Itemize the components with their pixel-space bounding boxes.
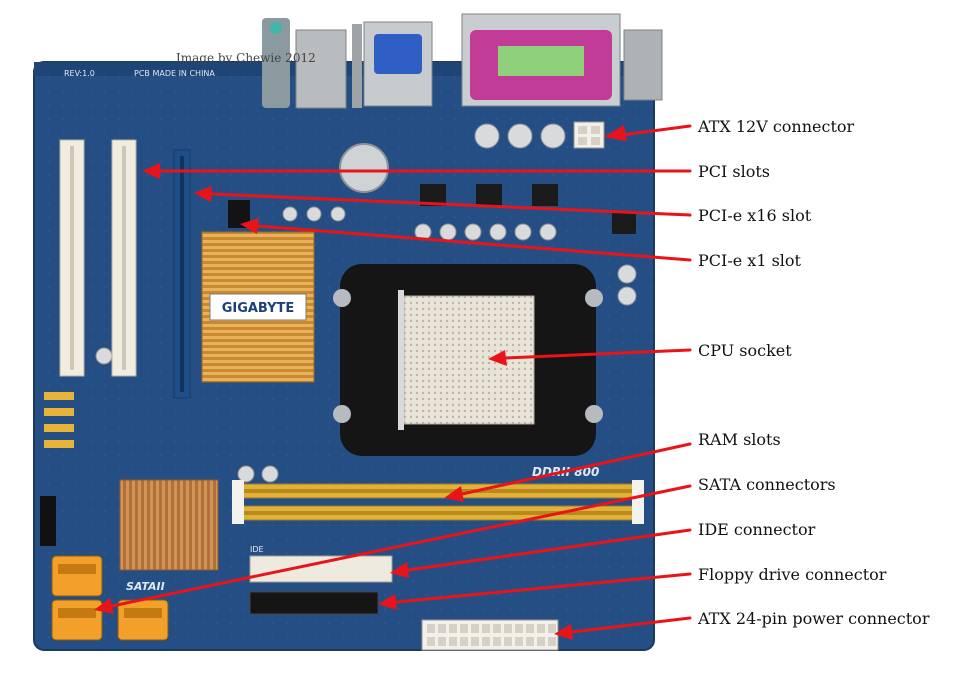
arrowhead-floppy bbox=[378, 594, 397, 610]
callout-arrows bbox=[110, 124, 692, 634]
pcie-x1-slot bbox=[228, 200, 250, 228]
cpu-socket-lever bbox=[398, 290, 404, 430]
atx12v-pin bbox=[578, 137, 587, 145]
arrow-floppy bbox=[394, 572, 692, 604]
vrm-chips bbox=[420, 184, 636, 234]
heatsink-brand: GIGABYTE bbox=[222, 301, 295, 316]
atx12v-pin bbox=[578, 126, 587, 134]
label-atx12v-connector: ATX 12V connector bbox=[697, 117, 855, 136]
sata-silk-label: SATAII bbox=[126, 580, 165, 593]
arrow-ide bbox=[406, 528, 692, 572]
ram-slot-channel bbox=[240, 489, 636, 493]
arrowhead-sata bbox=[94, 598, 114, 614]
made-in-label: PCB MADE IN CHINA bbox=[134, 69, 215, 78]
parallel-port-green bbox=[498, 46, 584, 76]
arrowhead-ram bbox=[444, 486, 464, 502]
arrow-atx24 bbox=[570, 616, 692, 634]
rear-bracket bbox=[623, 29, 663, 101]
usb-headers bbox=[44, 392, 74, 448]
front-panel-header bbox=[40, 496, 56, 546]
socket-screw bbox=[585, 405, 603, 423]
ram-slot-channel bbox=[240, 511, 636, 515]
arrow-sata bbox=[110, 484, 692, 608]
pci-slot-channel bbox=[122, 146, 126, 370]
ide-connector bbox=[249, 555, 393, 583]
sata-connectors bbox=[51, 555, 169, 641]
label-floppy-drive-connector: Floppy drive connector bbox=[698, 565, 887, 584]
floppy-connector bbox=[249, 591, 379, 615]
arrowhead-pci bbox=[142, 163, 160, 179]
label-pci-slots: PCI slots bbox=[698, 162, 770, 181]
arrow-cpu bbox=[504, 348, 692, 360]
pcie-x16-slot-channel bbox=[180, 156, 184, 392]
atx12v-pin bbox=[591, 137, 600, 145]
socket-screw bbox=[333, 289, 351, 307]
lan-port bbox=[295, 29, 347, 109]
audio-jacks bbox=[262, 18, 290, 108]
label-cpu-socket: CPU socket bbox=[698, 341, 792, 360]
socket-screw bbox=[333, 405, 351, 423]
label-atx24-power-connector: ATX 24-pin power connector bbox=[697, 609, 930, 628]
ide-silk-label: IDE bbox=[250, 545, 264, 554]
ram-latch bbox=[232, 480, 244, 524]
southbridge-heatsink bbox=[119, 479, 219, 571]
label-ram-slots: RAM slots bbox=[698, 430, 781, 449]
vga-port-blue bbox=[374, 34, 422, 74]
arrowhead-pcie16 bbox=[194, 186, 212, 202]
audio-jack-dot bbox=[270, 22, 282, 34]
arrow-pcie16 bbox=[210, 192, 692, 217]
image-credit: Image by Chewie 2012 bbox=[176, 51, 316, 65]
arrow-atx12v bbox=[620, 124, 692, 137]
arrow-ram bbox=[460, 442, 692, 496]
atx24-pins bbox=[427, 624, 556, 646]
arrowhead-pcie1 bbox=[240, 218, 259, 234]
arrow-pcie1 bbox=[256, 224, 692, 262]
label-pcie-x16-slot: PCI-e x16 slot bbox=[698, 206, 812, 225]
cpu-socket bbox=[403, 295, 535, 425]
socket-screw bbox=[585, 289, 603, 307]
label-sata-connectors: SATA connectors bbox=[698, 475, 836, 494]
rev-label: REV:1.0 bbox=[64, 69, 95, 78]
capacitors bbox=[95, 123, 637, 483]
arrowhead-atx12v bbox=[604, 125, 627, 141]
atx12v-pin bbox=[591, 126, 600, 134]
cmos-battery bbox=[339, 143, 389, 193]
arrowhead-atx24 bbox=[554, 624, 573, 640]
arrowhead-cpu bbox=[488, 350, 507, 366]
label-ide-connector: IDE connector bbox=[698, 520, 816, 539]
heatsink-badge bbox=[209, 293, 307, 321]
pci-slot-channel bbox=[70, 146, 74, 370]
arrowheads bbox=[94, 125, 627, 640]
ram-latch bbox=[632, 480, 644, 524]
arrowhead-ide bbox=[390, 562, 409, 578]
usb-lan-block bbox=[352, 24, 362, 108]
label-pcie-x1-slot: PCI-e x1 slot bbox=[698, 251, 802, 270]
